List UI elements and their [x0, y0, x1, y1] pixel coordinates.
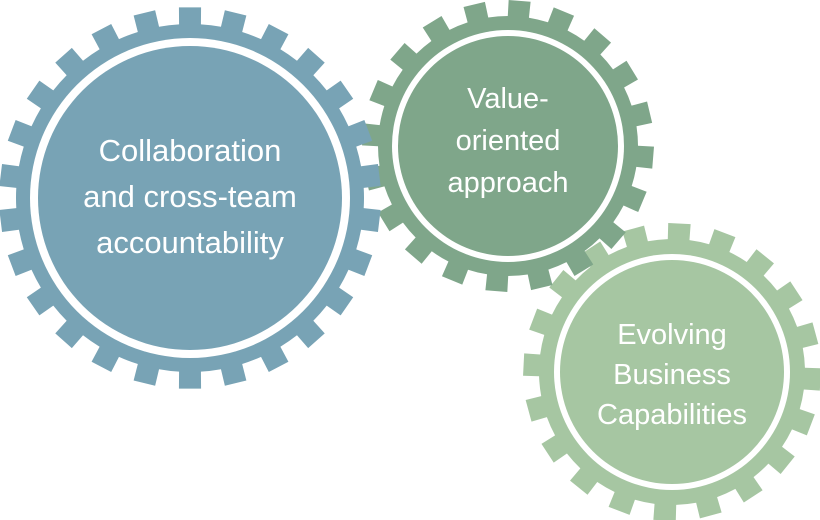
gear-label-line: oriented	[456, 125, 561, 157]
gear-core	[398, 36, 618, 256]
gear-label-line: Evolving	[617, 319, 727, 351]
gear-label-line: Capabilities	[597, 399, 747, 431]
gear-core	[38, 46, 342, 350]
gear-label-line: Business	[613, 359, 731, 391]
gear-label-line: Value-	[467, 83, 549, 115]
gear-collaboration: Collaboration and cross-team accountabil…	[0, 7, 381, 389]
gear-evolving-business-capabilities: Evolving Business Capabilities	[523, 223, 820, 520]
gear-label-line: accountability	[96, 225, 284, 260]
gear-label-line: and cross-team	[83, 179, 297, 214]
gear-label-line: approach	[448, 167, 569, 199]
gear-value-oriented-approach: Value- oriented approach	[362, 0, 654, 292]
gear-label-line: Collaboration	[99, 133, 282, 168]
gear-core	[560, 260, 784, 484]
